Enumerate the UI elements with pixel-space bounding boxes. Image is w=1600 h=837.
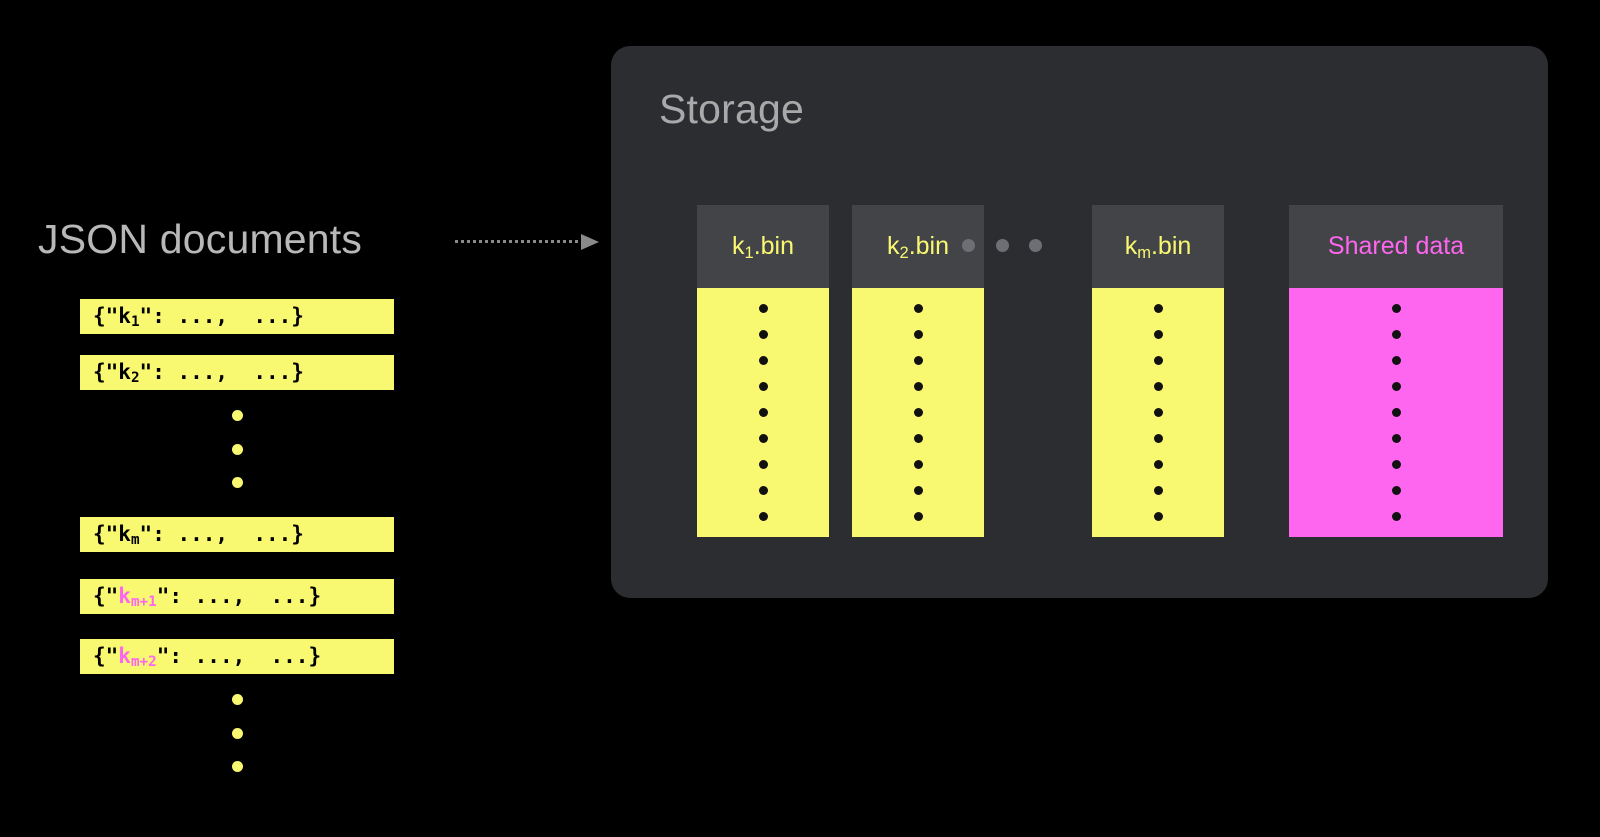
storage-column-body	[852, 288, 984, 537]
storage-column-header: km.bin	[1092, 205, 1224, 288]
json-document-box: {"km+2": ..., ...}	[80, 639, 394, 674]
record-dot-icon	[913, 356, 923, 365]
json-document-text: {"km": ..., ...}	[93, 522, 304, 549]
flow-arrow	[455, 234, 605, 250]
record-dot-icon	[758, 460, 768, 469]
record-dot-icon	[913, 408, 923, 417]
storage-column-body	[697, 288, 829, 537]
record-dot-icon	[1153, 512, 1163, 521]
json-documents-ellipsis	[80, 410, 394, 488]
record-dot-icon	[1153, 408, 1163, 417]
record-dot-icon	[913, 382, 923, 391]
record-dot-icon	[758, 512, 768, 521]
ellipsis-dot-icon	[1029, 239, 1042, 252]
record-dot-icon	[1391, 460, 1401, 469]
record-dot-icon	[913, 486, 923, 495]
json-document-box: {"km": ..., ...}	[80, 517, 394, 552]
storage-columns-ellipsis	[962, 239, 1042, 252]
json-document-box: {"km+1": ..., ...}	[80, 579, 394, 614]
record-dot-icon	[1391, 486, 1401, 495]
ellipsis-dot-icon	[231, 727, 243, 739]
record-dot-icon	[758, 486, 768, 495]
json-document-text: {"km+1": ..., ...}	[93, 584, 322, 611]
record-dot-icon	[1391, 382, 1401, 391]
record-dot-icon	[1153, 460, 1163, 469]
storage-column-header: Shared data	[1289, 205, 1503, 288]
ellipsis-dot-icon	[231, 443, 243, 455]
json-document-key: k2	[118, 360, 140, 387]
storage-title: Storage	[659, 86, 805, 132]
arrow-dotted-line	[455, 240, 585, 243]
record-dot-icon	[758, 304, 768, 313]
storage-columns: k1.bin k2.bin km.bin Shared data	[655, 205, 1505, 539]
json-document-key: km+2	[118, 644, 157, 671]
json-document-text: {"km+2": ..., ...}	[93, 644, 322, 671]
ellipsis-dot-icon	[231, 761, 243, 772]
ellipsis-dot-icon	[231, 694, 243, 705]
storage-column-label: k1.bin	[732, 232, 794, 262]
json-document-key: km	[118, 522, 140, 549]
json-document-text: {"k1": ..., ...}	[93, 304, 304, 331]
ellipsis-dot-icon	[231, 477, 243, 488]
json-document-key: k1	[118, 304, 140, 331]
record-dot-icon	[1153, 356, 1163, 365]
json-documents-label: JSON documents	[38, 216, 363, 262]
json-documents-ellipsis	[80, 694, 394, 772]
record-dot-icon	[913, 460, 923, 469]
record-dot-icon	[758, 330, 768, 339]
record-dot-icon	[1391, 304, 1401, 313]
record-dot-icon	[758, 382, 768, 391]
record-dot-icon	[913, 304, 923, 313]
record-dot-icon	[1391, 356, 1401, 365]
storage-column-body	[1289, 288, 1503, 537]
record-dot-icon	[913, 434, 923, 443]
json-document-key: km+1	[118, 584, 157, 611]
record-dot-icon	[913, 512, 923, 521]
storage-column-header: k1.bin	[697, 205, 829, 288]
storage-column: k1.bin	[697, 205, 829, 537]
ellipsis-dot-icon	[962, 239, 975, 252]
storage-panel: Storage k1.bin k2.bin km.bin Shared data	[611, 46, 1548, 598]
json-document-text: {"k2": ..., ...}	[93, 360, 304, 387]
ellipsis-dot-icon	[231, 410, 243, 421]
record-dot-icon	[758, 356, 768, 365]
record-dot-icon	[1153, 330, 1163, 339]
storage-column-label: Shared data	[1327, 232, 1465, 260]
record-dot-icon	[1391, 330, 1401, 339]
ellipsis-dot-icon	[995, 239, 1009, 252]
record-dot-icon	[1153, 434, 1163, 443]
record-dot-icon	[758, 434, 768, 443]
storage-column-label: km.bin	[1124, 232, 1192, 262]
record-dot-icon	[1391, 408, 1401, 417]
record-dot-icon	[1153, 382, 1163, 391]
arrow-head-icon	[581, 234, 599, 250]
storage-column: km.bin	[1092, 205, 1224, 537]
record-dot-icon	[1153, 486, 1163, 495]
record-dot-icon	[758, 408, 768, 417]
storage-column: k2.bin	[852, 205, 984, 537]
storage-column: Shared data	[1289, 205, 1503, 537]
storage-column-body	[1092, 288, 1224, 537]
record-dot-icon	[1153, 304, 1163, 313]
record-dot-icon	[1391, 512, 1401, 521]
storage-column-label: k2.bin	[887, 232, 949, 262]
record-dot-icon	[1391, 434, 1401, 443]
record-dot-icon	[913, 330, 923, 339]
json-document-box: {"k2": ..., ...}	[80, 355, 394, 390]
json-document-box: {"k1": ..., ...}	[80, 299, 394, 334]
